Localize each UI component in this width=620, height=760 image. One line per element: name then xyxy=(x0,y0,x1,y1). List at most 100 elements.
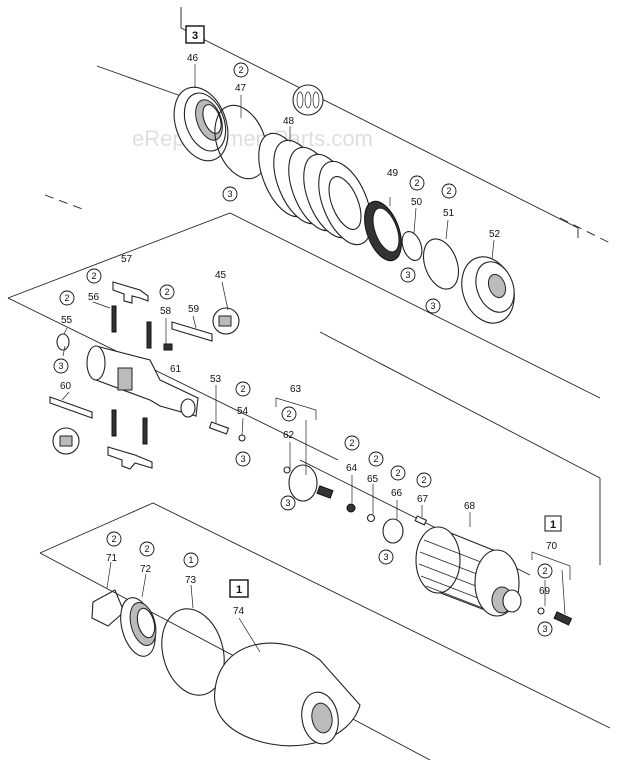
callout-47: 47 xyxy=(235,83,247,94)
qty-label: 1 xyxy=(188,555,193,565)
part-57-key-lower xyxy=(107,446,153,470)
callout-57: 57 xyxy=(121,254,133,265)
callout-55: 55 xyxy=(61,315,73,326)
callout-64: 64 xyxy=(346,463,358,474)
callout-50: 50 xyxy=(411,197,423,208)
part-65-ring xyxy=(366,513,376,523)
part-63-subassembly xyxy=(283,464,334,502)
callout-65: 65 xyxy=(367,474,379,485)
callout-73: 73 xyxy=(185,575,197,586)
callout-66: 66 xyxy=(391,488,403,499)
part-72-bearing xyxy=(120,597,157,657)
qty-circles xyxy=(53,62,553,637)
qty-label: 2 xyxy=(373,454,378,464)
qty-label: 2 xyxy=(286,409,291,419)
box-marker-1-upper-label: 1 xyxy=(550,519,556,531)
callout-56: 56 xyxy=(88,292,100,303)
part-56-pins xyxy=(111,305,152,349)
callout-70: 70 xyxy=(546,541,558,552)
box-marker-3: 3 xyxy=(185,25,205,44)
qty-label: 2 xyxy=(91,271,96,281)
part-48-spring-stack xyxy=(258,132,372,246)
callout-46: 46 xyxy=(187,53,199,64)
assembly-frame-lines xyxy=(7,7,613,760)
callout-51: 51 xyxy=(443,208,455,219)
part-57-key xyxy=(112,281,149,304)
callout-48: 48 xyxy=(283,116,295,127)
part-59-detail-callout xyxy=(212,307,240,335)
qty-label: 2 xyxy=(238,65,243,75)
qty-label: 3 xyxy=(430,301,435,311)
part-60-key xyxy=(49,396,93,419)
part-51-o-ring xyxy=(422,238,460,290)
qty-label: 3 xyxy=(405,270,410,280)
callout-58: 58 xyxy=(160,306,172,317)
part-61-housing xyxy=(86,345,199,418)
part-71-snap-ring xyxy=(91,589,125,627)
part-54-ring xyxy=(238,434,246,442)
box-marker-3-label: 3 xyxy=(192,30,198,42)
qty-label: 3 xyxy=(383,552,388,562)
part-47-o-ring xyxy=(214,104,268,180)
qty-label: 3 xyxy=(58,361,63,371)
qty-label: 2 xyxy=(421,475,426,485)
qty-label: 2 xyxy=(64,293,69,303)
box-marker-1-lower: 1 xyxy=(229,579,249,598)
callout-49: 49 xyxy=(387,168,399,179)
callout-68: 68 xyxy=(464,501,476,512)
part-46-cylinder-ring xyxy=(173,86,229,162)
qty-label: 2 xyxy=(414,178,419,188)
box-marker-1-upper: 1 xyxy=(544,515,562,532)
part-48-detail-callout xyxy=(292,84,324,116)
qty-label: 2 xyxy=(542,566,547,576)
part-74-front-cap xyxy=(214,642,361,747)
qty-circle-labels: 2 3 2 2 3 3 2 2 2 3 2 3 2 3 2 2 2 2 3 2 … xyxy=(58,65,547,634)
qty-label: 2 xyxy=(395,468,400,478)
callout-67: 67 xyxy=(417,494,429,505)
qty-label: 2 xyxy=(446,186,451,196)
box-marker-1-lower-label: 1 xyxy=(236,584,242,596)
callout-54: 54 xyxy=(237,406,249,417)
qty-label: 3 xyxy=(542,624,547,634)
part-64-washer xyxy=(346,503,356,513)
callout-72: 72 xyxy=(140,564,152,575)
callout-62: 62 xyxy=(283,430,295,441)
qty-label: 2 xyxy=(144,544,149,554)
callout-60: 60 xyxy=(60,381,72,392)
callout-71: 71 xyxy=(106,553,118,564)
part-66-o-ring xyxy=(382,518,404,544)
qty-label: 2 xyxy=(240,384,245,394)
part-60-detail-callout xyxy=(52,427,80,455)
part-56-pins-lower xyxy=(111,409,148,445)
part-50-ring xyxy=(401,231,423,261)
qty-label: 2 xyxy=(164,287,169,297)
callout-45: 45 xyxy=(215,270,227,281)
qty-label: 2 xyxy=(111,534,116,544)
part-69-washer xyxy=(537,607,545,615)
part-58-spring xyxy=(163,343,173,351)
part-49-seal xyxy=(364,200,402,262)
callout-59: 59 xyxy=(188,304,200,315)
part-70-screw xyxy=(553,611,573,626)
qty-label: 3 xyxy=(227,189,232,199)
callout-53: 53 xyxy=(210,374,222,385)
part-73-o-ring xyxy=(161,608,225,696)
callout-74: 74 xyxy=(233,606,245,617)
part-number-callouts: 46 47 48 49 50 51 52 45 57 56 58 59 55 6… xyxy=(60,53,558,617)
callout-61: 61 xyxy=(170,364,182,375)
qty-label: 2 xyxy=(349,438,354,448)
qty-label: 3 xyxy=(240,454,245,464)
watermark-text: eReplacementParts.com xyxy=(132,126,373,151)
part-67-pin xyxy=(414,515,428,526)
callout-52: 52 xyxy=(489,229,501,240)
qty-label: 3 xyxy=(285,498,290,508)
callout-69: 69 xyxy=(539,586,551,597)
part-53-rod xyxy=(208,421,230,435)
part-55-ring xyxy=(56,333,70,351)
part-59-pin xyxy=(171,321,213,342)
leader-lines xyxy=(61,64,571,653)
callout-63: 63 xyxy=(290,384,302,395)
part-52-flange xyxy=(461,256,515,324)
part-68-gear-cylinder xyxy=(415,526,522,617)
